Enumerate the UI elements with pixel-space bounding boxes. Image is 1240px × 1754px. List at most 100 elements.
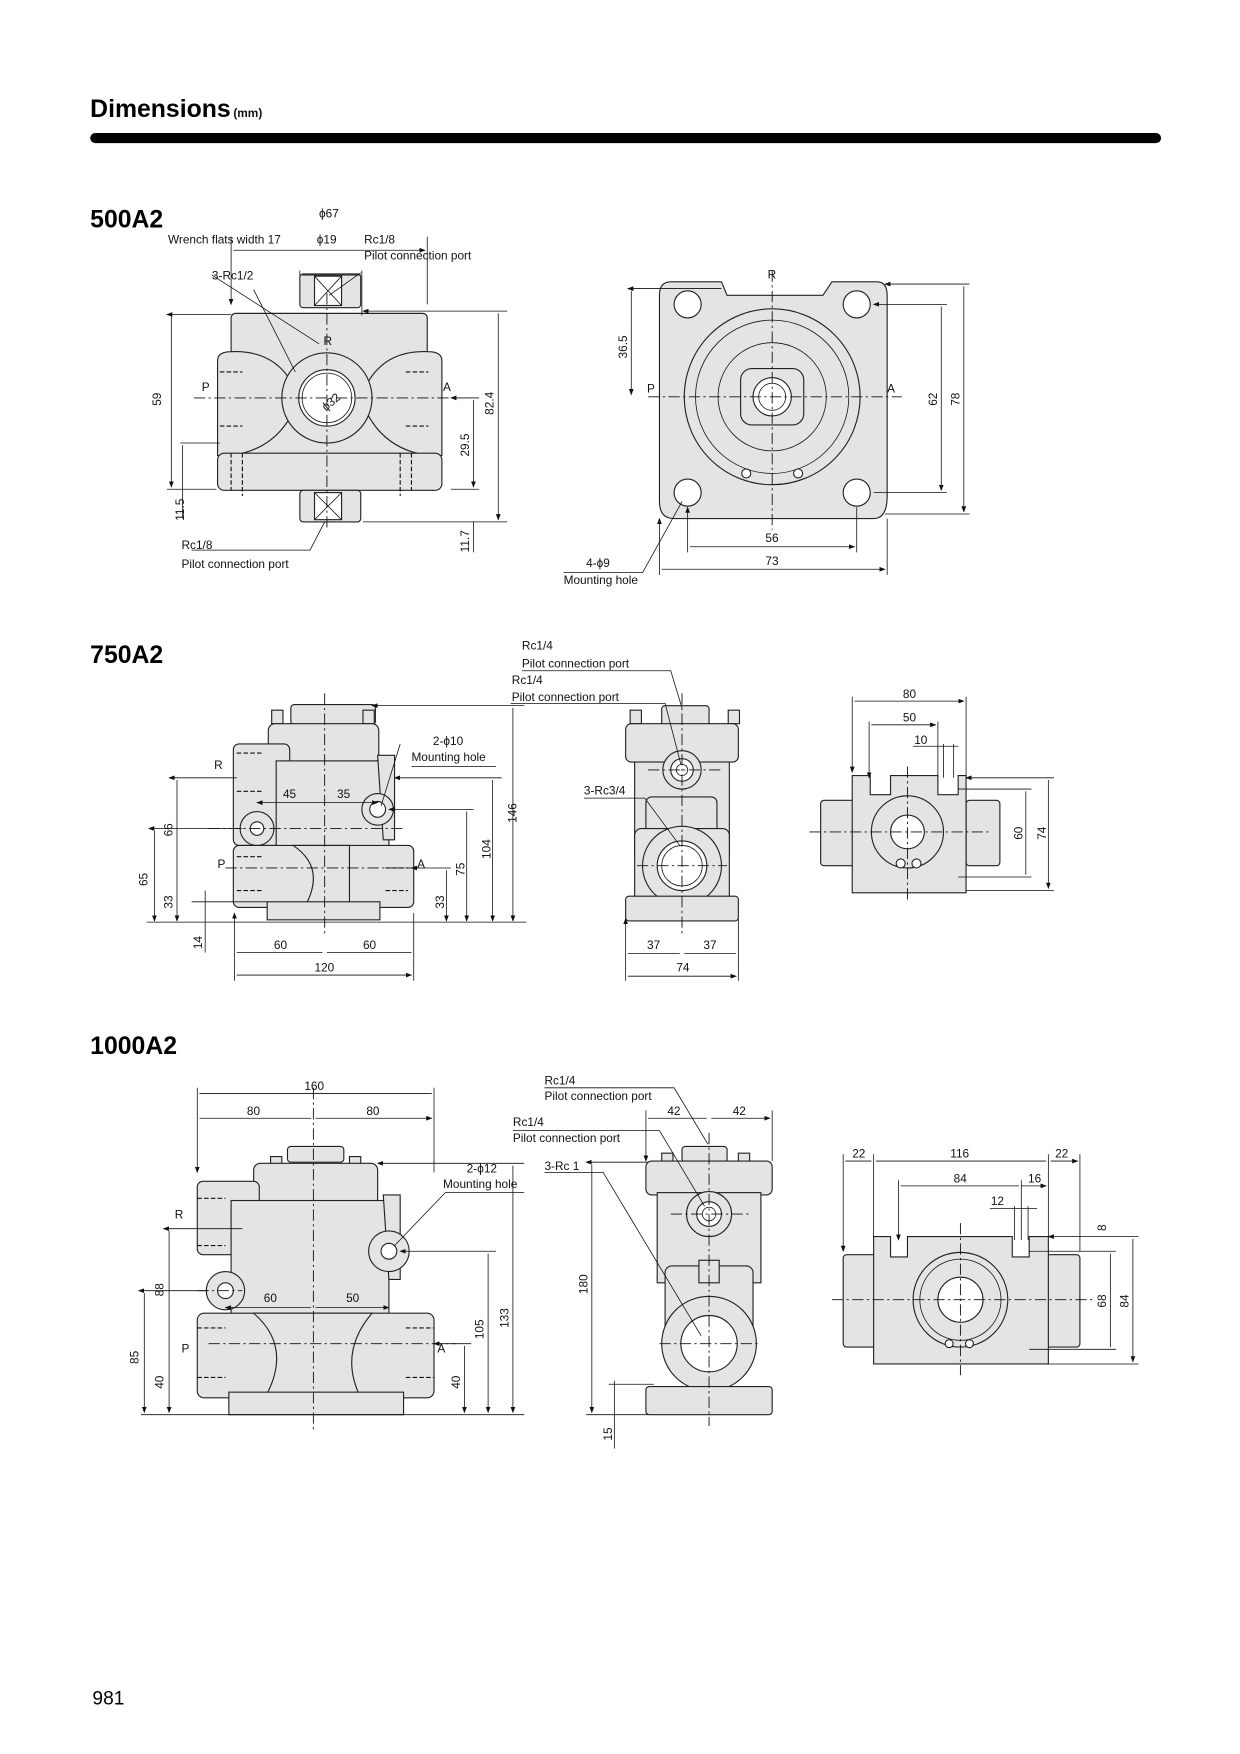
dim-11-7: 11.7	[458, 530, 472, 552]
dim-80-right: 80	[366, 1104, 380, 1118]
dim-65: 65	[137, 872, 151, 886]
dim-80-left: 80	[247, 1104, 261, 1118]
dim-84: 84	[954, 1171, 968, 1185]
dim-60-left: 60	[274, 938, 288, 952]
model-750a2: 750A2 R P	[90, 638, 1054, 980]
label-wrench-flats: Wrench flats width 17	[168, 232, 281, 246]
side-view-750a2: Rc1/4 Pilot connection port Rc1/4 Pilot …	[510, 638, 740, 980]
model-title: 750A2	[90, 642, 163, 669]
bottom-view-750a2: 80 50 10 60 74	[809, 687, 1054, 902]
dim-22-right: 22	[1055, 1147, 1068, 1161]
label-mounting-hole: Mounting hole	[443, 1177, 518, 1191]
dim-74: 74	[1035, 826, 1049, 840]
label-pilot-port-b: Pilot connection port	[513, 1131, 621, 1145]
label-pilot-port-b: Pilot connection port	[512, 690, 620, 704]
port-r: R	[324, 334, 333, 348]
label-rc14-a: Rc1/4	[522, 638, 553, 652]
dim-16: 16	[1028, 1171, 1042, 1185]
label-mounting-hole: Mounting hole	[411, 750, 486, 764]
label-rc18-top: Rc1/8	[364, 232, 395, 246]
dim-133: 133	[497, 1308, 511, 1328]
dim-60: 60	[1011, 826, 1025, 840]
front-view-750a2: R P A 45 35 2-ϕ10 Mounting hole 66 65 33…	[137, 693, 527, 980]
port-a: A	[443, 380, 451, 394]
dim-120: 120	[315, 961, 335, 975]
dim-80: 80	[903, 687, 917, 701]
dim-11-5: 11.5	[173, 498, 187, 521]
front-view-1000a2: 160 80 80 2-ϕ12 Mounting hole R P A 60 5…	[128, 1079, 525, 1432]
model-title: 500A2	[90, 207, 163, 234]
dim-42-right: 42	[733, 1104, 746, 1118]
dim-85: 85	[128, 1350, 142, 1364]
dim-12: 12	[991, 1194, 1004, 1208]
label-pilot-port-a: Pilot connection port	[522, 656, 630, 670]
model-title: 1000A2	[90, 1033, 177, 1060]
label-rc18-bottom: Rc1/8	[182, 538, 213, 552]
dim-160: 160	[304, 1079, 324, 1093]
dim-8: 8	[1095, 1224, 1109, 1231]
dim-116: 116	[950, 1147, 969, 1161]
model-1000a2: 1000A2 160 80 80	[90, 1033, 1138, 1449]
front-view-500a2: ϕ67 Wrench flats width 17 ϕ19 Rc1/8 Pilo…	[150, 207, 508, 571]
port-a: A	[417, 857, 425, 871]
dim-45: 45	[283, 787, 297, 801]
page-title: Dimensions	[90, 96, 230, 123]
dim-33-right: 33	[433, 895, 447, 909]
label-pilot-port-a: Pilot connection port	[544, 1089, 652, 1103]
dim-36-5: 36.5	[616, 335, 630, 358]
model-500a2: 500A2 ϕ67 Wrench flats width 17	[90, 207, 969, 587]
dim-phi67: ϕ67	[319, 207, 339, 221]
dim-74: 74	[676, 961, 690, 975]
port-p: P	[647, 381, 655, 395]
dim-14: 14	[191, 936, 205, 950]
dim-56: 56	[765, 531, 779, 545]
dim-82-4: 82.4	[483, 391, 497, 414]
label-ports-rc34: 3-Rc3/4	[584, 784, 626, 798]
dim-15: 15	[601, 1427, 615, 1441]
label-rc14-b: Rc1/4	[512, 673, 543, 687]
dim-42-left: 42	[667, 1104, 680, 1118]
dim-60: 60	[264, 1291, 278, 1305]
dim-59: 59	[150, 392, 164, 406]
label-pilot-port-bottom: Pilot connection port	[182, 557, 290, 571]
dim-66: 66	[161, 823, 175, 837]
top-view-500a2: R P A 36.5 62 78 56 73 4-ϕ9 Mounting hol…	[563, 267, 970, 587]
side-view-1000a2: Rc1/4 Pilot connection port Rc1/4 Pilot …	[512, 1073, 772, 1449]
port-r: R	[175, 1208, 184, 1222]
dim-40-right: 40	[449, 1375, 463, 1389]
port-a: A	[887, 381, 895, 395]
page-number: 981	[92, 1688, 124, 1709]
dim-84-vertical: 84	[1117, 1294, 1131, 1308]
label-mount-holes: 4-ϕ9	[586, 556, 610, 570]
dim-73: 73	[765, 554, 779, 568]
dim-50: 50	[903, 710, 917, 724]
label-rc14-b: Rc1/4	[513, 1115, 544, 1129]
dim-88: 88	[152, 1283, 166, 1297]
label-rc14-a: Rc1/4	[544, 1073, 575, 1087]
dim-10: 10	[914, 733, 928, 747]
dim-104: 104	[479, 839, 493, 859]
dim-60-right: 60	[363, 938, 377, 952]
label-ports-rc12: 3-Rc1/2	[212, 269, 253, 283]
port-r: R	[214, 758, 223, 772]
port-p: P	[218, 857, 226, 871]
port-p: P	[182, 1342, 190, 1356]
unit-label: (mm)	[233, 106, 262, 120]
dim-29-5: 29.5	[458, 433, 472, 456]
dim-62: 62	[926, 393, 940, 406]
label-mount-holes: 2-ϕ10	[433, 734, 464, 748]
dim-35: 35	[337, 787, 351, 801]
label-mount-holes: 2-ϕ12	[467, 1161, 497, 1175]
port-a: A	[437, 1342, 445, 1356]
dim-180: 180	[576, 1274, 590, 1294]
dim-68: 68	[1095, 1294, 1109, 1308]
dim-33-left: 33	[161, 895, 175, 909]
label-pilot-port-top: Pilot connection port	[364, 248, 472, 262]
label-ports-rc1: 3-Rc 1	[544, 1159, 579, 1173]
dim-22-left: 22	[852, 1147, 865, 1161]
dim-50: 50	[346, 1291, 360, 1305]
header-rule	[90, 133, 1162, 144]
bottom-view-1000a2: 22 116 22 84 16 12 8 68 84	[831, 1147, 1139, 1376]
dim-78: 78	[948, 392, 962, 406]
